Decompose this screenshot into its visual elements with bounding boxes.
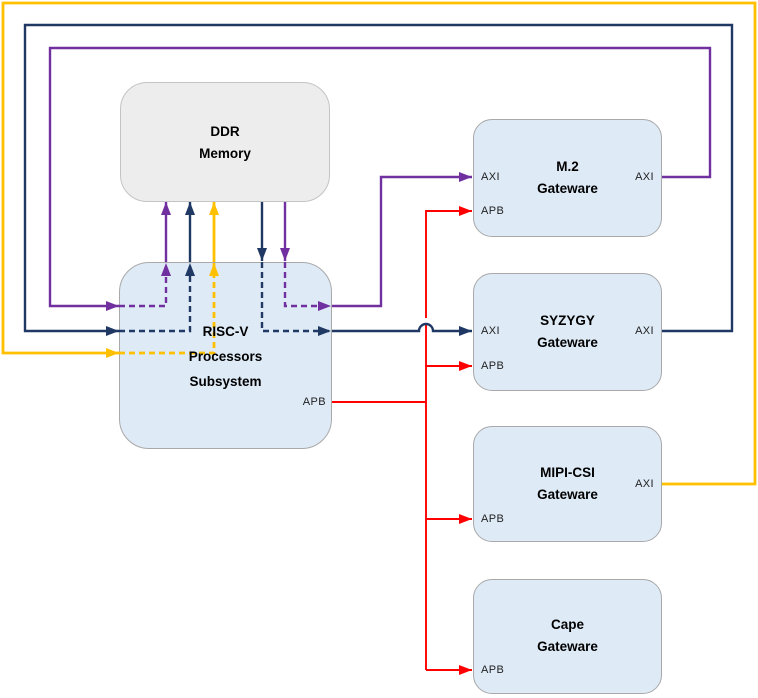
apb-trunk-line	[425, 206, 472, 670]
riscv-subsystem-block	[119, 262, 332, 449]
m2-gateware-block	[473, 119, 662, 237]
ddr-memory-block	[120, 82, 330, 202]
riscv-to-syzygy-axi-line	[332, 322, 472, 336]
mipi-axi-return-line	[1, 1, 757, 486]
mipi-gateware-block	[473, 426, 662, 542]
syzygy-gateware-block	[473, 273, 662, 391]
cape-gateware-block	[473, 579, 662, 694]
riscv-to-m2-axi-line	[332, 172, 472, 308]
navy-hop-halo	[413, 318, 439, 332]
